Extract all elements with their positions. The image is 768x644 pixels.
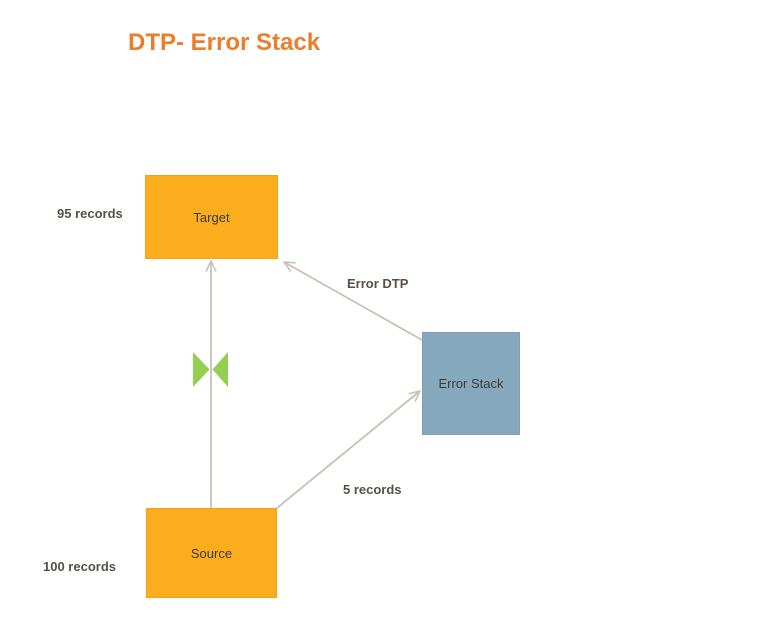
node-source-label: Source bbox=[190, 545, 233, 561]
edge-error-stack-to-target bbox=[284, 262, 423, 341]
source-records-annotation: 100 records bbox=[43, 559, 116, 574]
node-error-stack: Error Stack bbox=[422, 332, 520, 435]
diagram-title: DTP- Error Stack bbox=[128, 29, 321, 56]
node-target-label: Target bbox=[193, 209, 230, 225]
node-target: Target bbox=[145, 175, 278, 259]
target-records-annotation: 95 records bbox=[57, 206, 123, 221]
node-error-stack-label: Error Stack bbox=[438, 376, 504, 391]
node-source: Source bbox=[146, 508, 277, 598]
edge-source-to-error-stack bbox=[276, 391, 420, 509]
edge-label-5-records: 5 records bbox=[343, 482, 402, 497]
bowtie-transformation-icon bbox=[193, 352, 228, 387]
edge-label-error-dtp: Error DTP bbox=[347, 276, 409, 291]
